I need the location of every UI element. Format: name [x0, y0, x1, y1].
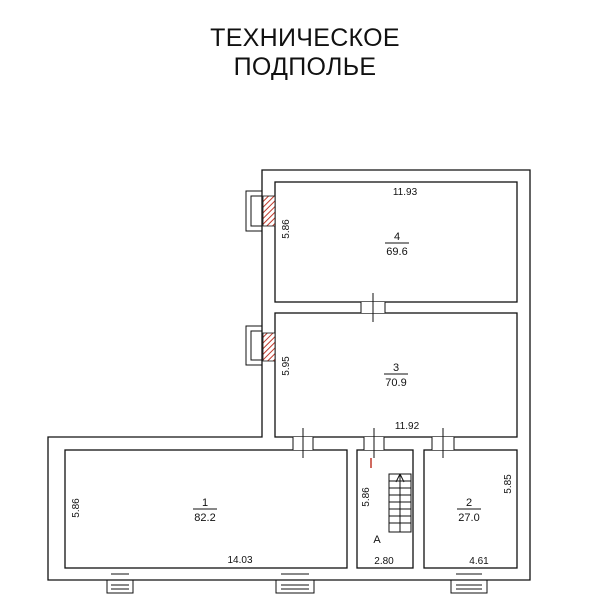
window-well-lower: [245, 325, 276, 366]
door-4-3: [360, 293, 386, 322]
room-4-width: 11.93: [393, 187, 418, 198]
room-1-outline: [64, 449, 348, 569]
room-a-number: А: [373, 534, 381, 546]
room-a-outline: [356, 449, 414, 569]
door-3-1: [292, 428, 314, 458]
room-a-height: 5.86: [361, 487, 372, 507]
room-a-width: 2.80: [374, 556, 394, 567]
room-3-height: 5.95: [281, 356, 292, 376]
title-line-1: ТЕХНИЧЕСКОЕ: [210, 24, 400, 52]
room-4-height: 5.86: [281, 219, 292, 239]
plan-title: ТЕХНИЧЕСКОЕ ПОДПОЛЬЕ: [0, 24, 610, 82]
title-line-2: ПОДПОЛЬЕ: [233, 53, 377, 81]
room-2-width: 4.61: [469, 556, 489, 567]
staircase: [388, 473, 412, 533]
room-3-outline: [274, 312, 518, 438]
room-2-area: 27.0: [458, 512, 479, 524]
window-well-bottom-3: [450, 567, 488, 594]
room-3-number: 3: [393, 362, 399, 374]
room-4-number: 4: [394, 231, 400, 243]
room-2-height: 5.85: [503, 474, 514, 494]
room-1-height: 5.86: [71, 498, 82, 518]
room-1-area: 82.2: [194, 512, 215, 524]
room-2-number: 2: [466, 497, 472, 509]
room-3-area: 70.9: [385, 377, 406, 389]
room-1-width: 14.03: [227, 555, 252, 566]
door-3-2: [431, 428, 455, 458]
window-well-bottom-2: [275, 567, 315, 594]
outer-wall: [47, 169, 531, 581]
window-well-bottom-1: [106, 567, 134, 594]
door-3-a: [363, 428, 385, 458]
room-4-area: 69.6: [386, 246, 407, 258]
room-3-width: 11.92: [395, 421, 420, 432]
room-1-number: 1: [202, 497, 208, 509]
window-well-upper: [245, 190, 276, 232]
